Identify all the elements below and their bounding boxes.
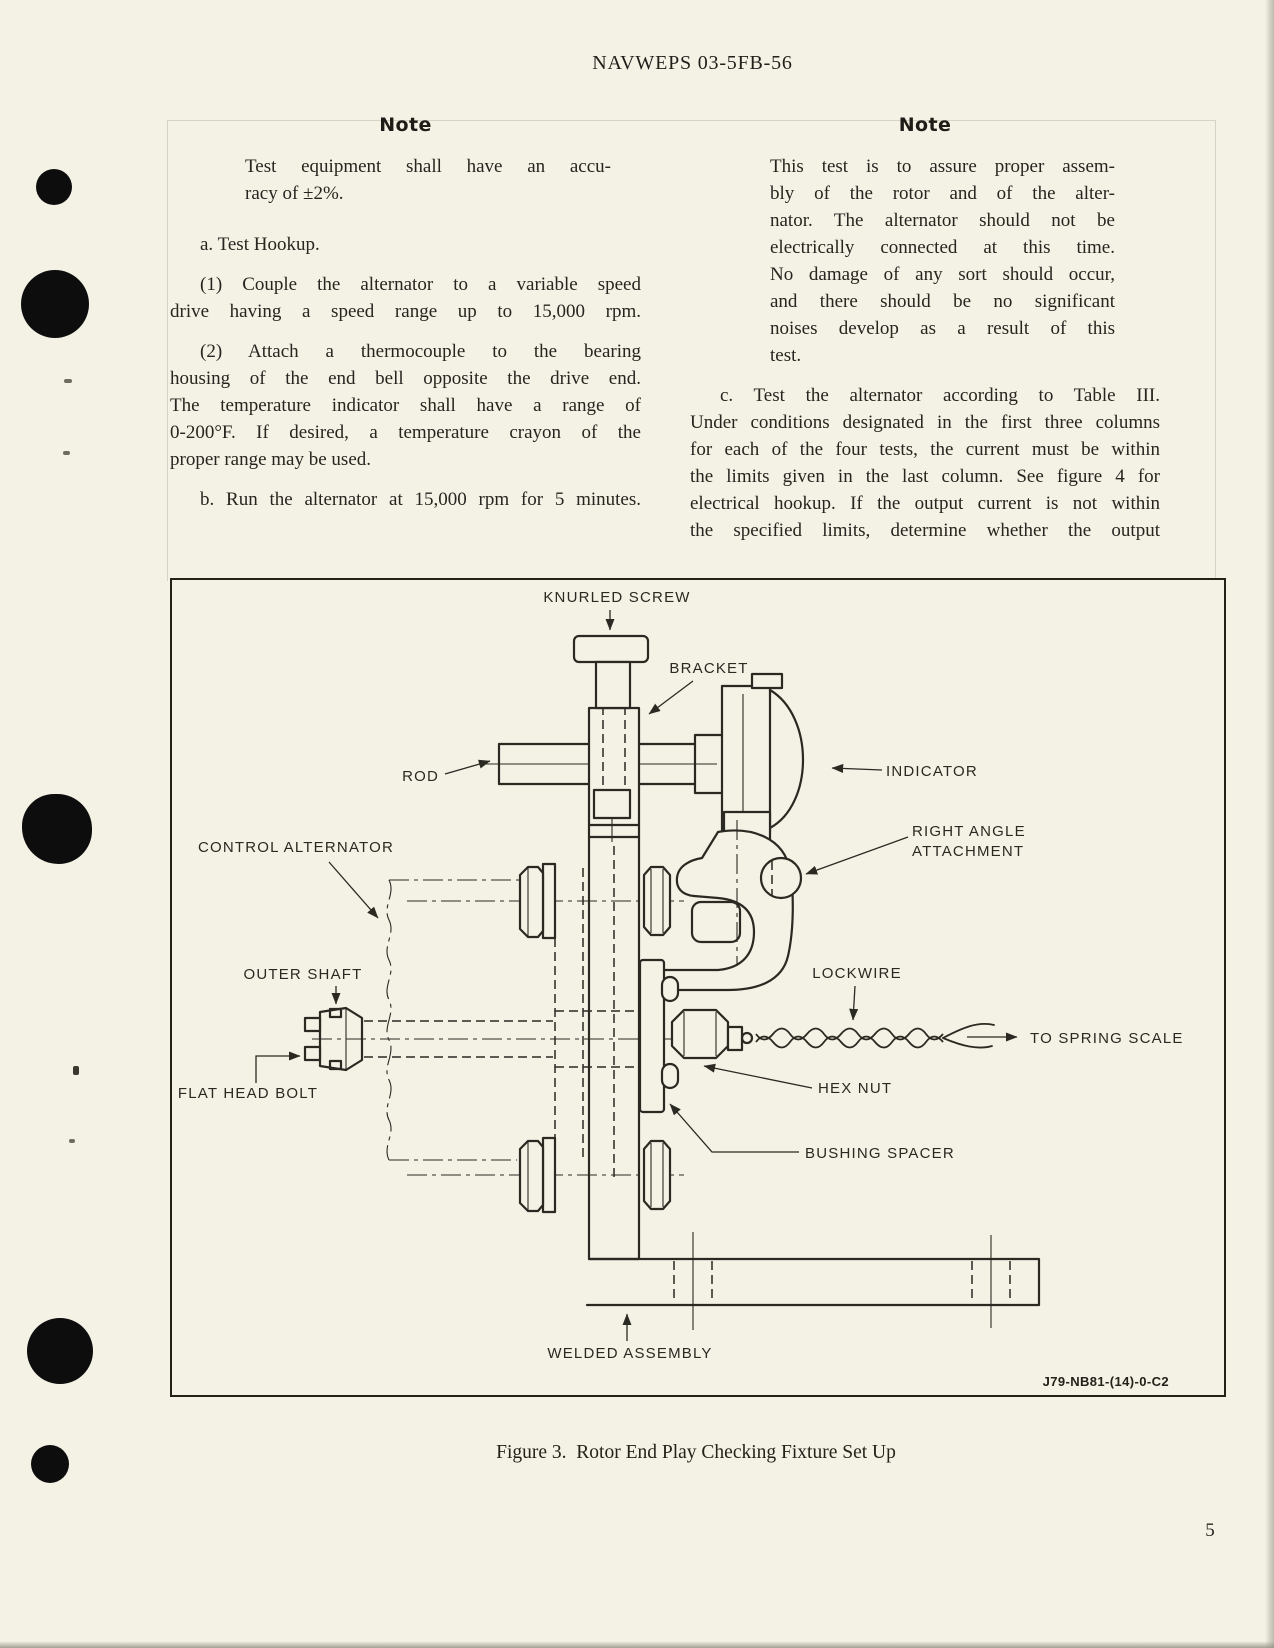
lockwire-part bbox=[755, 1035, 944, 1049]
text-line: electrically connected at this time. bbox=[770, 237, 1115, 258]
text-line: The temperature indicator shall have a r… bbox=[170, 395, 641, 416]
note-paragraph: Test equipment shall have an accu-racy o… bbox=[245, 153, 611, 207]
label-right-angle-2: ATTACHMENT bbox=[912, 843, 1024, 860]
welded-assembly-base bbox=[585, 1257, 1041, 1307]
lockwire-part bbox=[755, 1027, 944, 1041]
knurled-screw-head bbox=[572, 634, 650, 664]
flange-tab bbox=[660, 1062, 680, 1090]
scan-edge-shadow-bottom bbox=[0, 1641, 1274, 1648]
paragraph-c: c. Test the alternator according to Tabl… bbox=[690, 382, 1160, 544]
text-line: a. Test Hookup. bbox=[200, 234, 320, 255]
knurled-screw-shank bbox=[594, 660, 632, 710]
lower-bolt-head bbox=[518, 1139, 545, 1213]
scan-edge-shadow-right bbox=[1265, 0, 1274, 1648]
upper-bolt-head bbox=[518, 865, 545, 939]
scan-speck bbox=[64, 379, 72, 383]
text-line: and there should be no significant bbox=[770, 291, 1115, 312]
note-heading: Note bbox=[898, 114, 952, 136]
paragraph-2: (2) Attach a thermocouple to the bearing… bbox=[170, 338, 641, 473]
label-to-spring-scale: TO SPRING SCALE bbox=[1030, 1030, 1184, 1047]
text-line: b. Run the alternator at 15,000 rpm for … bbox=[200, 489, 641, 510]
scan-speck bbox=[73, 1066, 79, 1075]
text-line: 0-200°F. If desired, a temperature crayo… bbox=[170, 422, 641, 443]
note-heading: Note bbox=[379, 114, 432, 136]
text-line: electrical hookup. If the output current… bbox=[690, 493, 1160, 514]
text-line: Under conditions designated in the first… bbox=[690, 412, 1160, 433]
text-line: (2) Attach a thermocouple to the bearing bbox=[200, 341, 641, 362]
rotor-end-play-fixture-drawing: KNURLED SCREW BRACKET ROD INDICATOR RIGH… bbox=[178, 589, 1184, 1389]
text-columns: Note Test equipment shall have an accu-r… bbox=[170, 112, 1160, 544]
label-rod: ROD bbox=[402, 768, 439, 785]
text-line: proper range may be used. bbox=[170, 449, 372, 470]
scan-speck bbox=[69, 1139, 75, 1143]
figure-3-box: KNURLED SCREW BRACKET ROD INDICATOR RIGH… bbox=[170, 578, 1226, 1397]
text-line: noises develop as a result of this bbox=[770, 318, 1115, 339]
figure-reference-code: J79-NB81-(14)-0-C2 bbox=[1043, 1374, 1169, 1389]
label-bracket: BRACKET bbox=[669, 660, 748, 677]
outer-shaft-tab bbox=[303, 1016, 322, 1033]
label-control-alternator: CONTROL ALTERNATOR bbox=[198, 839, 394, 856]
lockwire-hole bbox=[740, 1031, 754, 1045]
text-line: test. bbox=[770, 345, 802, 366]
text-line: housing of the end bell opposite the dri… bbox=[170, 368, 641, 389]
punch-hole-mark bbox=[21, 270, 89, 338]
text-line: No damage of any sort should occur, bbox=[770, 264, 1115, 285]
attachment-ball bbox=[759, 856, 803, 900]
text-line: for each of the four tests, the current … bbox=[690, 439, 1160, 460]
punch-hole-mark bbox=[27, 1318, 93, 1384]
hex-nut-part bbox=[670, 1008, 730, 1060]
text-line: the limits given in the last column. See… bbox=[690, 466, 1160, 487]
label-outer-shaft: OUTER SHAFT bbox=[243, 966, 362, 983]
page-number: 5 bbox=[1205, 1520, 1215, 1541]
label-knurled-screw: KNURLED SCREW bbox=[543, 589, 690, 606]
item-a-heading: a. Test Hookup. bbox=[170, 231, 641, 258]
label-bushing-spacer: BUSHING SPACER bbox=[805, 1145, 955, 1162]
item-b-paragraph: b. Run the alternator at 15,000 rpm for … bbox=[170, 486, 641, 513]
bushing-spacer-flange bbox=[638, 958, 666, 1114]
lower-bolt-washer bbox=[541, 1136, 557, 1214]
text-line: bly of the rotor and of the alter- bbox=[770, 183, 1115, 204]
figure-caption: Figure 3. Rotor End Play Checking Fixtur… bbox=[496, 1442, 896, 1463]
text-line: c. Test the alternator according to Tabl… bbox=[720, 385, 1160, 406]
indicator-top-step bbox=[750, 672, 784, 690]
alternator-phantom-outline bbox=[386, 879, 392, 1161]
right-column: Note This test is to assure proper assem… bbox=[690, 112, 1160, 544]
arm-window bbox=[690, 900, 742, 944]
text-line: nator. The alternator should not be bbox=[770, 210, 1115, 231]
label-right-angle-1: RIGHT ANGLE bbox=[912, 823, 1026, 840]
punch-hole-mark bbox=[31, 1445, 69, 1483]
text-line: racy of ±2%. bbox=[245, 183, 344, 204]
note-paragraph: This test is to assure proper assem-bly … bbox=[770, 153, 1115, 369]
label-flat-head-bolt: FLAT HEAD BOLT bbox=[178, 1085, 318, 1102]
label-lockwire: LOCKWIRE bbox=[812, 965, 902, 982]
punch-hole-mark bbox=[22, 794, 92, 864]
upper-bolt-nut bbox=[642, 865, 672, 937]
upper-bolt-washer bbox=[541, 862, 557, 940]
paragraph-1: (1) Couple the alternator to a variable … bbox=[170, 271, 641, 325]
label-welded-assembly: WELDED ASSEMBLY bbox=[547, 1345, 712, 1362]
left-column: Note Test equipment shall have an accu-r… bbox=[170, 112, 641, 544]
label-indicator: INDICATOR bbox=[886, 763, 978, 780]
flange-tab bbox=[660, 975, 680, 1003]
stud-end bbox=[726, 1025, 744, 1052]
document-title: NAVWEPS 03-5FB-56 bbox=[592, 52, 793, 74]
text-line: (1) Couple the alternator to a variable … bbox=[200, 274, 641, 295]
text-line: the specified limits, determine whether … bbox=[690, 520, 1160, 541]
indicator-lens bbox=[768, 688, 805, 830]
indicator-body bbox=[720, 684, 772, 834]
text-line: Test equipment shall have an accu- bbox=[245, 156, 611, 177]
outer-shaft-tab bbox=[303, 1045, 322, 1062]
punch-hole-mark bbox=[36, 169, 72, 205]
text-line: This test is to assure proper assem- bbox=[770, 156, 1115, 177]
text-line: drive having a speed range up to 15,000 … bbox=[170, 301, 641, 322]
lower-bolt-nut bbox=[642, 1139, 672, 1211]
scan-speck bbox=[63, 451, 70, 455]
label-hex-nut: HEX NUT bbox=[818, 1080, 892, 1097]
